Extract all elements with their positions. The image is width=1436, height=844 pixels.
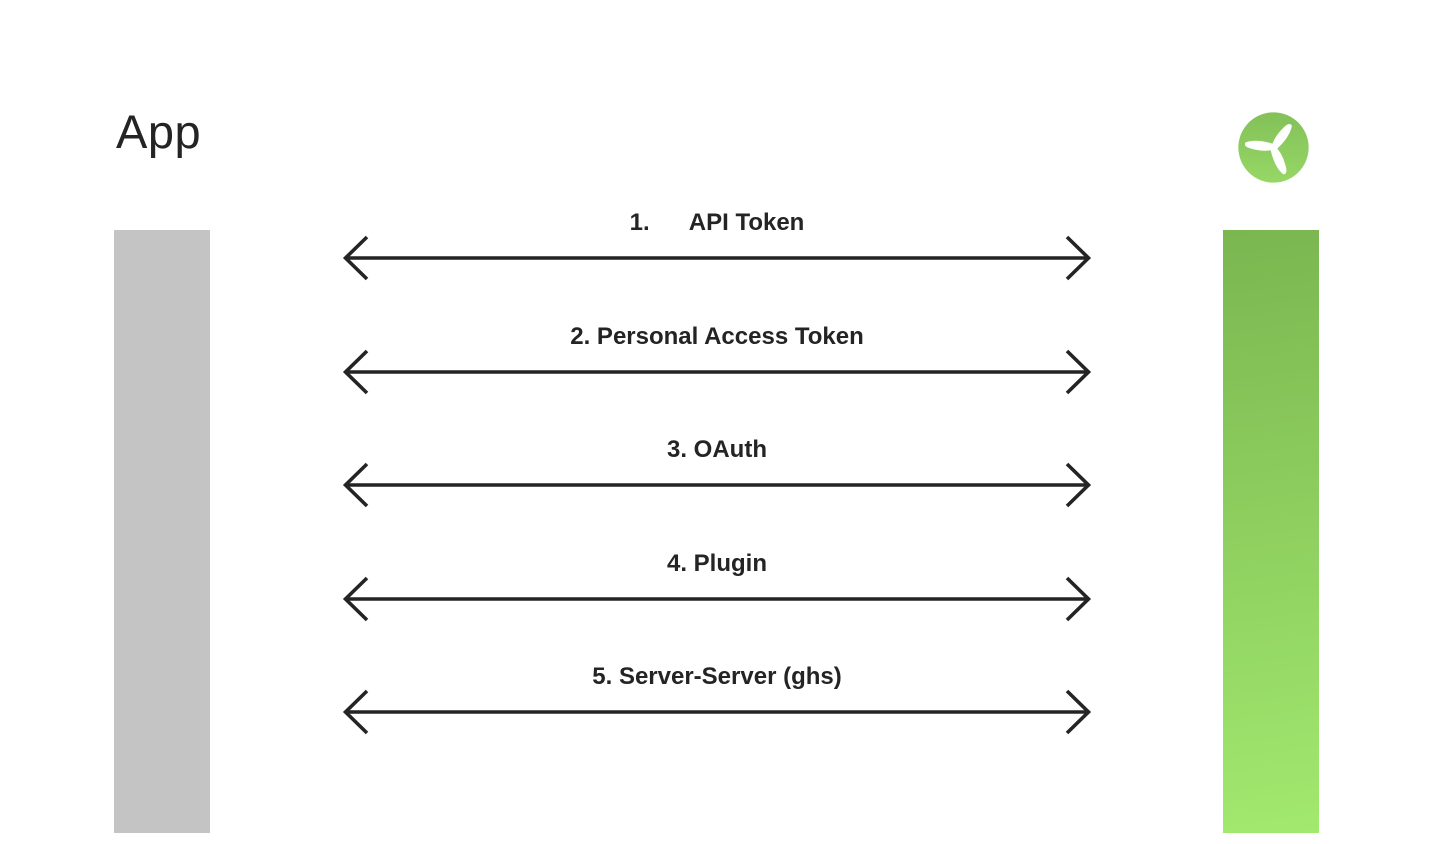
left-arrowhead [342,462,369,508]
left-arrowhead [342,689,369,735]
message-row: 4. Plugin [342,549,1092,623]
right-arrowhead [1065,462,1092,508]
app-title: App [116,105,202,158]
double-arrow-icon [342,689,1092,735]
propeller-icon [1238,112,1309,183]
message-label: 1. API Token [629,209,805,236]
double-arrow-icon [342,576,1092,621]
message-label: 5. Server-Server (ghs) [592,663,842,690]
double-arrow-icon [342,462,1092,508]
double-arrow-icon [342,235,1092,281]
message-row: 5. Server-Server (ghs) [342,662,1092,736]
right-arrowhead [1065,689,1092,735]
left-arrowhead [342,235,369,281]
double-arrow-icon [342,349,1092,394]
message-row: 1. API Token [342,208,1092,282]
service-logo [1236,110,1311,185]
message-row: 3. OAuth [342,435,1092,509]
message-label: 2. Personal Access Token [570,322,864,350]
left-arrowhead [342,576,369,621]
propeller-blades [1244,124,1292,175]
right-arrowhead [1065,349,1092,394]
app-lifeline [114,230,210,833]
left-arrowhead [342,349,369,394]
service-lifeline [1223,230,1319,833]
right-arrowhead [1065,576,1092,621]
message-label: 4. Plugin [666,549,767,577]
right-arrowhead [1065,235,1092,281]
message-row: 2. Personal Access Token [342,322,1092,396]
message-label: 3. OAuth [667,436,767,463]
